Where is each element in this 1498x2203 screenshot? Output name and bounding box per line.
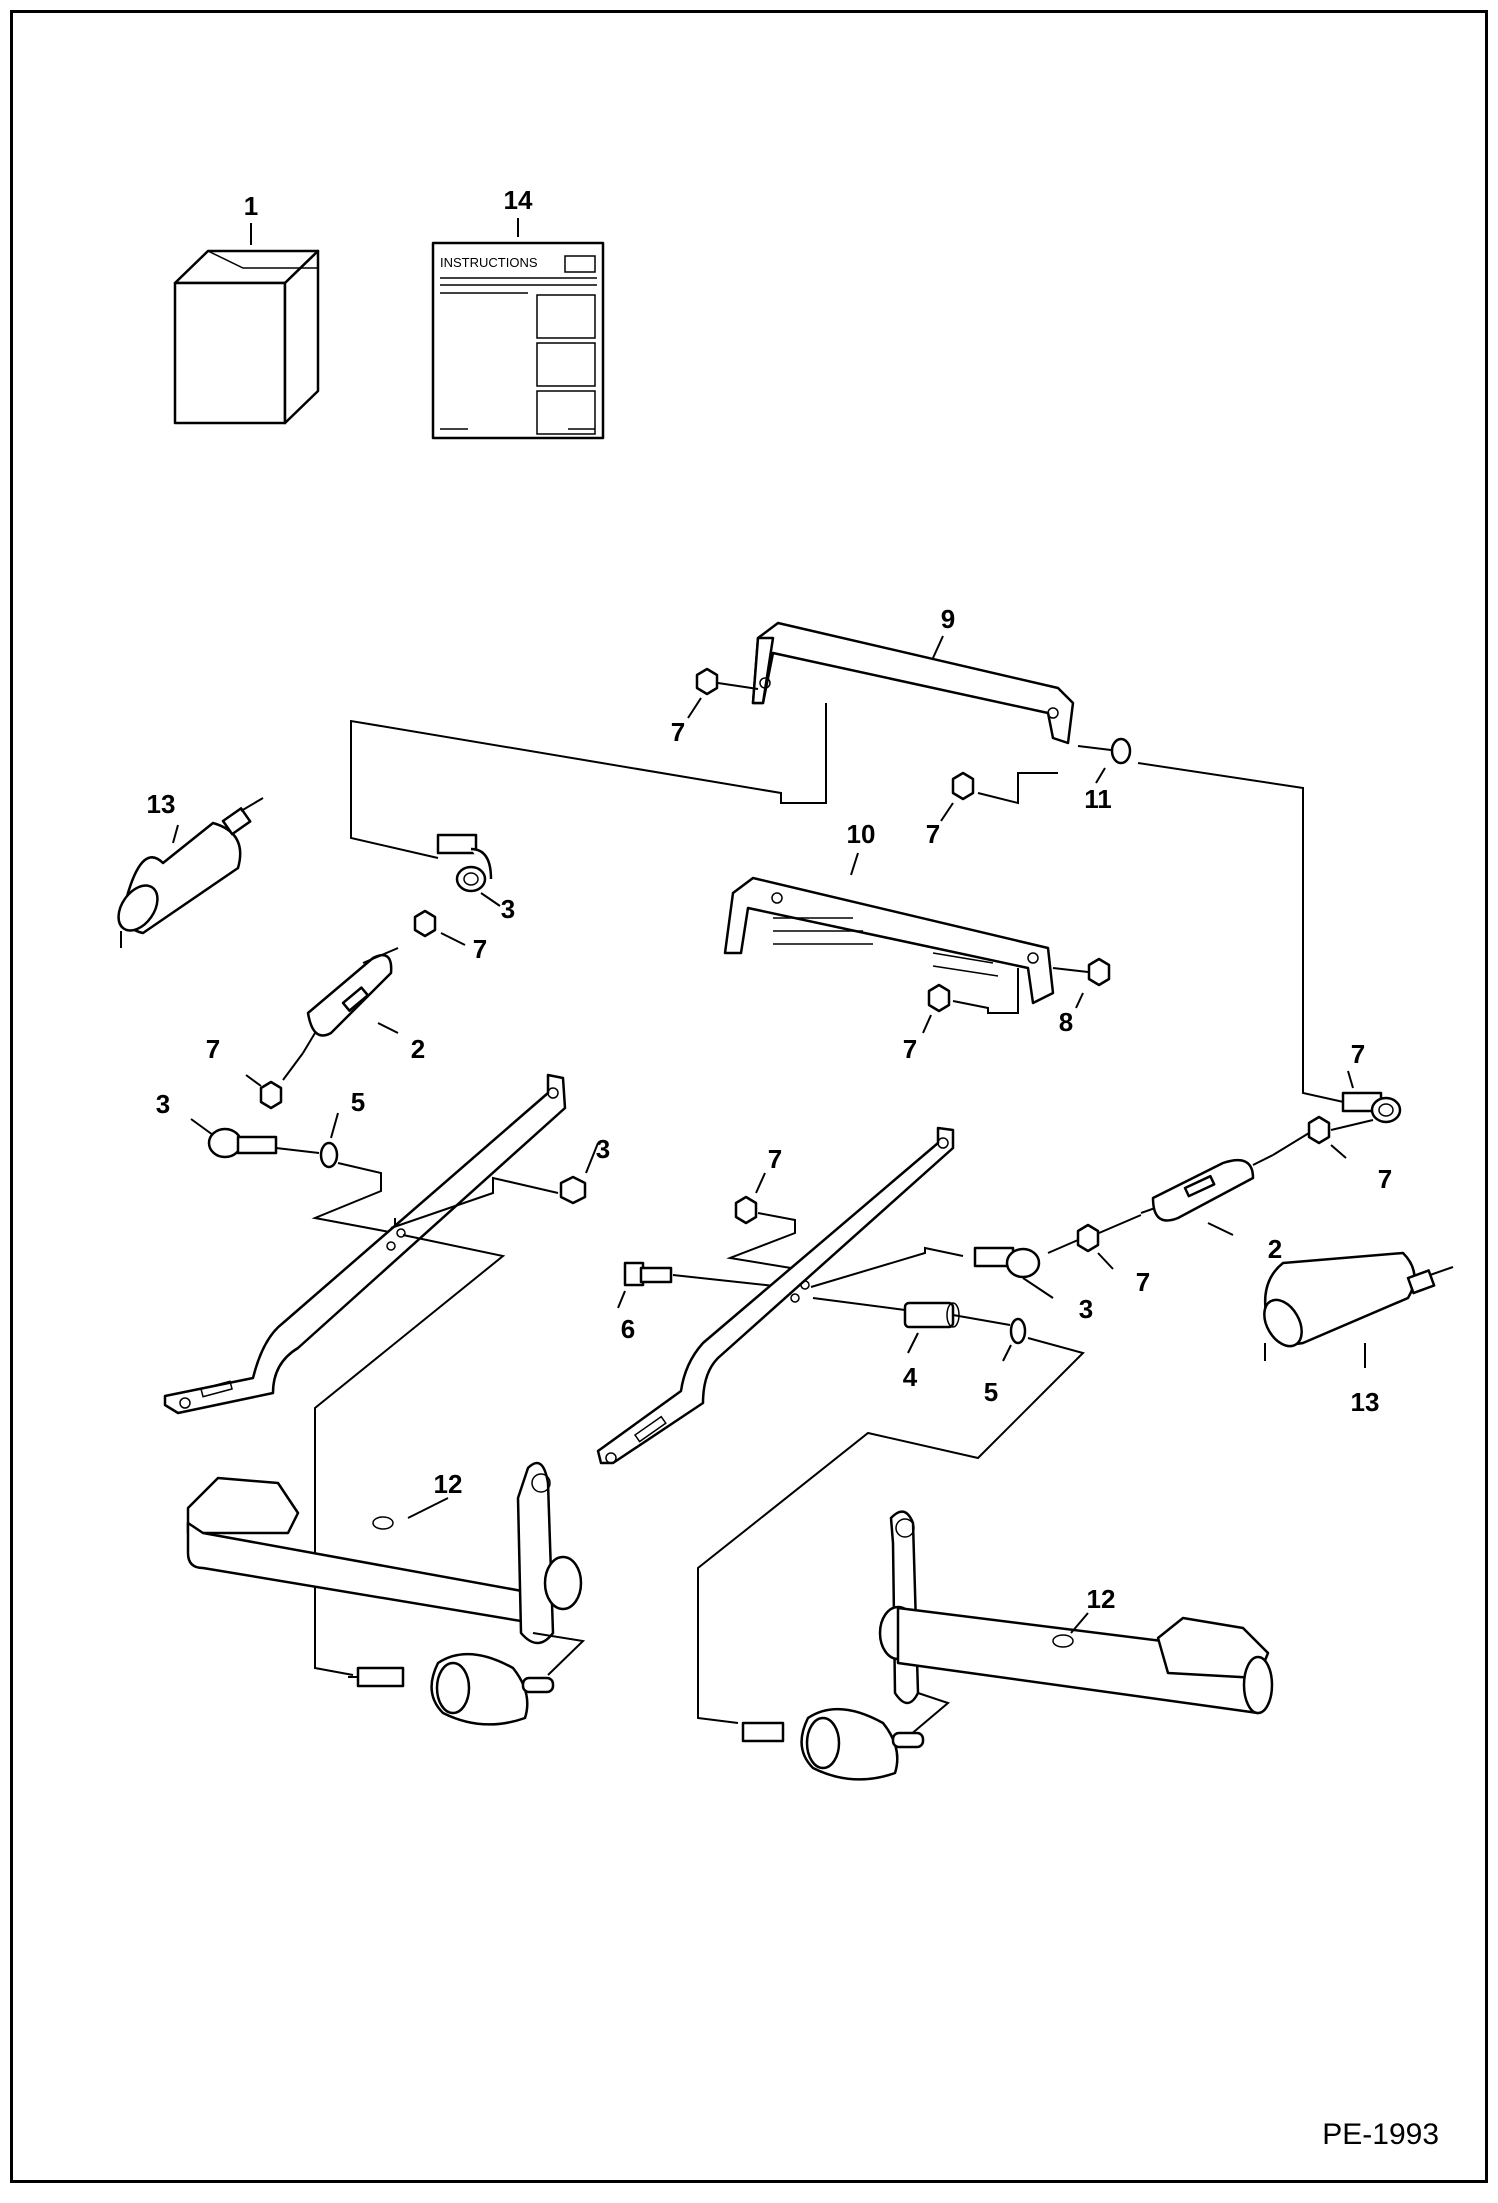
hex-nut-part <box>695 667 719 696</box>
fitting-elbow-part <box>973 1246 1041 1279</box>
callout-14: 14 <box>504 185 533 215</box>
callout-7: 7 <box>926 819 940 849</box>
spacer-tube-part <box>903 1301 960 1329</box>
callout-1: 1 <box>244 191 258 221</box>
gas-spring-part <box>1140 1154 1274 1222</box>
tie-rod-arm-part <box>163 1073 567 1415</box>
callout-7: 7 <box>206 1034 220 1064</box>
callout-7: 7 <box>473 934 487 964</box>
callout-7: 7 <box>1378 1164 1392 1194</box>
callout-7: 7 <box>768 1144 782 1174</box>
callout-13: 13 <box>1351 1387 1380 1417</box>
hex-nut-part <box>1307 1115 1331 1145</box>
callout-3: 3 <box>156 1089 170 1119</box>
instructions-label: INSTRUCTIONS <box>440 255 538 270</box>
hex-nut-part <box>1087 957 1111 987</box>
callout-2: 2 <box>411 1034 425 1064</box>
upper-bracket-part <box>751 621 1075 745</box>
callout-7: 3 <box>596 1134 610 1164</box>
exploded-parts-diagram: INSTRUCTIONS <box>117 185 1454 1781</box>
hex-nut-part <box>734 1195 758 1225</box>
callout-7: 7 <box>903 1034 917 1064</box>
washer-part <box>1009 1317 1027 1345</box>
fitting-elbow-part <box>436 833 493 893</box>
callout-3: 3 <box>1079 1294 1093 1324</box>
callout-4: 4 <box>903 1362 918 1392</box>
hex-nut-part <box>559 1175 587 1205</box>
callout-7: 7 <box>671 717 685 747</box>
callout-5: 5 <box>351 1087 365 1117</box>
hydraulic-cylinder-part <box>1263 1251 1454 1361</box>
steering-spindle-part <box>186 1461 583 1645</box>
gas-spring-part <box>302 947 399 1054</box>
kit-box-part <box>173 249 320 425</box>
callout-10: 10 <box>847 819 876 849</box>
drawing-code: PE-1993 <box>1322 2118 1439 2151</box>
callout-3: 3 <box>501 894 515 924</box>
lower-bracket-part <box>723 876 1055 1005</box>
callout-3: 7 <box>1351 1039 1365 1069</box>
fitting-elbow-part <box>207 1127 278 1159</box>
callout-5: 5 <box>984 1377 998 1407</box>
steering-spindle-part <box>878 1510 1274 1715</box>
instructions-manual-part: INSTRUCTIONS <box>431 241 605 440</box>
callout-8: 8 <box>1059 1007 1073 1037</box>
bolt-part <box>623 1261 673 1287</box>
hydraulic-cylinder-part <box>741 1707 925 1781</box>
parts-diagram-page: INSTRUCTIONS <box>10 10 1488 2183</box>
callout-11: 11 <box>1084 784 1112 814</box>
hex-nut-part <box>927 983 951 1013</box>
callout-9: 9 <box>941 604 955 634</box>
callout-2: 2 <box>1268 1234 1282 1264</box>
callout-6: 6 <box>621 1314 635 1344</box>
hex-nut-part <box>259 1080 283 1110</box>
hex-nut-part <box>413 909 437 938</box>
washer-part <box>319 1141 339 1169</box>
hex-nut-part <box>1076 1223 1100 1253</box>
callout-12: 12 <box>434 1469 463 1499</box>
callout-12: 12 <box>1087 1584 1116 1614</box>
fitting-elbow-part <box>1341 1091 1402 1124</box>
hydraulic-cylinder-part <box>117 797 264 948</box>
spacer-washer-part <box>1110 737 1132 765</box>
callout-13: 13 <box>147 789 176 819</box>
hydraulic-cylinder-part <box>348 1652 555 1726</box>
callout-7: 7 <box>1136 1267 1150 1297</box>
hex-nut-part <box>951 771 975 801</box>
tie-rod-arm-part <box>596 1126 955 1465</box>
